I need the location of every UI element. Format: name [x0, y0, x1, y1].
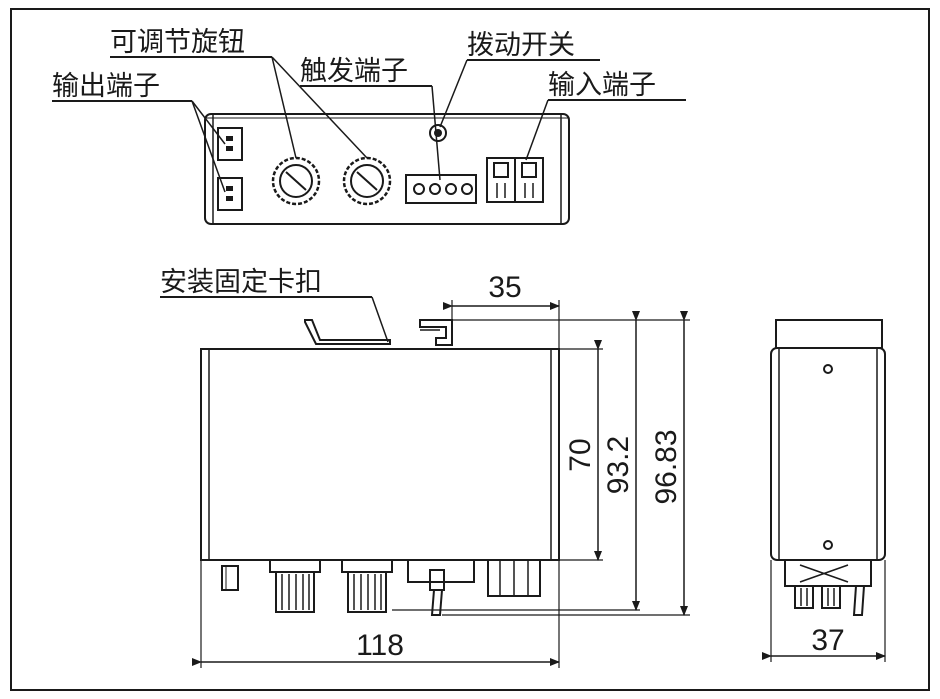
adjust-knob-1	[271, 156, 321, 206]
dim-height-total: 96.83	[650, 311, 688, 616]
output-terminal-connector	[217, 127, 243, 211]
dim-length: 118	[192, 560, 560, 668]
input-terminal-connector	[486, 157, 544, 203]
adjust-knob-2	[342, 156, 392, 206]
mount-clip-left	[304, 319, 391, 345]
side-connectors	[221, 559, 541, 616]
dim-label-93-2: 93.2	[602, 436, 635, 494]
dip-switch	[429, 124, 447, 142]
side-body	[200, 348, 560, 561]
label-trigger-terminal: 触发端子	[300, 56, 408, 87]
mount-clip-right	[419, 319, 453, 346]
label-dip-switch: 拨动开关	[467, 30, 575, 61]
panel-body	[204, 113, 570, 225]
dim-label-70: 70	[564, 438, 597, 471]
side-view: 安装固定卡扣 35 70 93.2 96.83	[160, 267, 690, 668]
end-view: 37	[762, 319, 886, 662]
label-adjust-knob: 可调节旋钮	[110, 27, 245, 58]
end-body	[770, 347, 886, 561]
front-panel-view: 可调节旋钮 输出端子 触发端子 拨动开关 输入端子	[52, 27, 686, 225]
end-connectors	[784, 559, 872, 616]
screw-hole-top	[823, 364, 833, 374]
leader-lines	[52, 56, 686, 193]
dim-label-118: 118	[356, 629, 404, 662]
dim-width: 37	[762, 560, 886, 662]
drawing-frame	[10, 8, 930, 691]
dim-label-96-83: 96.83	[650, 429, 683, 504]
label-mount-clip: 安装固定卡扣	[160, 267, 322, 298]
dim-label-37: 37	[811, 624, 844, 657]
label-output-terminal: 输出端子	[52, 71, 160, 102]
dim-height-mid: 93.2	[602, 311, 640, 611]
dim-clip-offset: 35	[443, 271, 560, 349]
screw-hole-bottom	[823, 540, 833, 550]
trigger-terminal-connector	[405, 174, 477, 204]
dim-label-35: 35	[488, 271, 521, 304]
dim-height-inner: 70	[564, 340, 602, 561]
label-input-terminal: 输入端子	[548, 70, 656, 101]
